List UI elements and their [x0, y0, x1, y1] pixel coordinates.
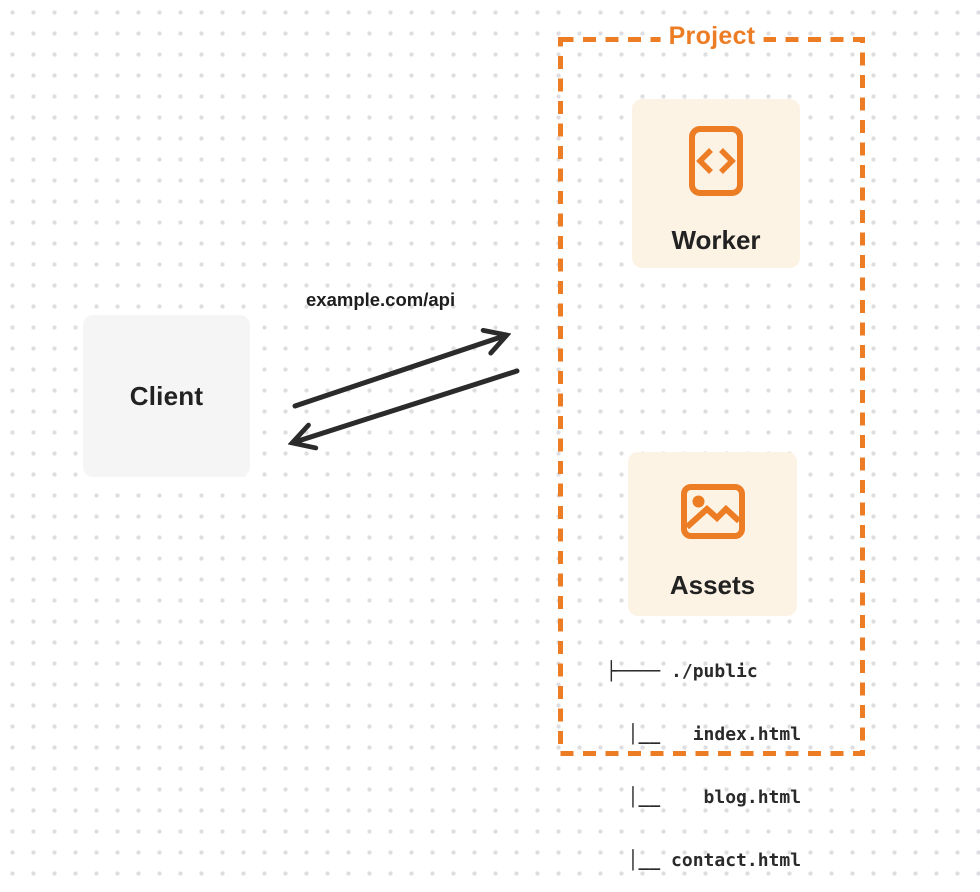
project-label: Project [660, 20, 764, 52]
response-arrow [295, 368, 520, 442]
file-tree-line-index: │__ index.html [606, 724, 802, 745]
diagram-canvas: { "colors": { "bg": "#ffffff", "dots": "… [0, 0, 980, 871]
worker-label: Worker [671, 225, 761, 255]
code-file-icon [689, 126, 743, 201]
assets-label: Assets [669, 570, 756, 600]
client-node: Client [83, 315, 250, 477]
assets-node: Assets [628, 452, 797, 616]
file-tree-line-contact: │__ contact.html [606, 850, 802, 871]
image-icon [680, 484, 745, 544]
project-boundary [558, 37, 865, 756]
file-tree-line-root: ├──── ./public [606, 661, 758, 682]
request-arrow [292, 336, 504, 409]
request-url-label: example.com/api [306, 289, 456, 310]
file-tree: ├──── ./public │__ index.html │__ blog.h… [606, 619, 801, 892]
client-label: Client [129, 380, 204, 411]
worker-node: Worker [632, 99, 800, 268]
file-tree-line-blog: │__ blog.html [606, 787, 802, 808]
